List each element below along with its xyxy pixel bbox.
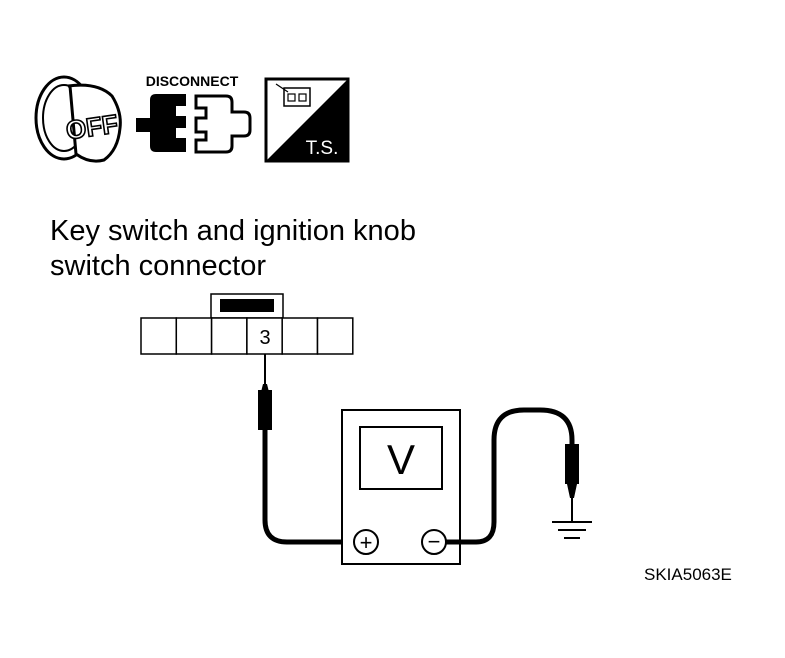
- connector-cavity: [210, 317, 248, 355]
- terminal-3-label: 3: [259, 327, 270, 349]
- disconnect-label: DISCONNECT: [146, 73, 239, 89]
- meter-display: V: [387, 436, 415, 483]
- negative-terminal-symbol: −: [428, 529, 441, 554]
- connector: 3: [140, 293, 354, 355]
- positive-terminal-symbol: +: [360, 530, 373, 555]
- connector-cavity: [281, 317, 319, 355]
- caption-line-2: switch connector: [50, 250, 266, 282]
- connector-cavity: [246, 317, 283, 355]
- connector-cavity: [175, 317, 213, 355]
- caption-line-1: Key switch and ignition knob: [50, 215, 416, 247]
- connector-caption: Key switch and ignition knob switch conn…: [50, 214, 416, 284]
- connector-cavity: [316, 317, 354, 355]
- negative-probe: [446, 407, 579, 545]
- reference-code: SKIA5063E: [644, 565, 732, 584]
- connector-cavity: [140, 317, 178, 355]
- positive-probe: [258, 354, 352, 545]
- connector-disconnect-icon: DISCONNECT: [136, 73, 252, 154]
- ts-label: T.S.: [306, 138, 339, 159]
- voltmeter: V + −: [341, 409, 461, 565]
- tester-symbol-icon: T.S.: [264, 77, 350, 163]
- ground-symbol: [552, 521, 592, 539]
- ignition-key-off-icon: OFF: [34, 75, 122, 163]
